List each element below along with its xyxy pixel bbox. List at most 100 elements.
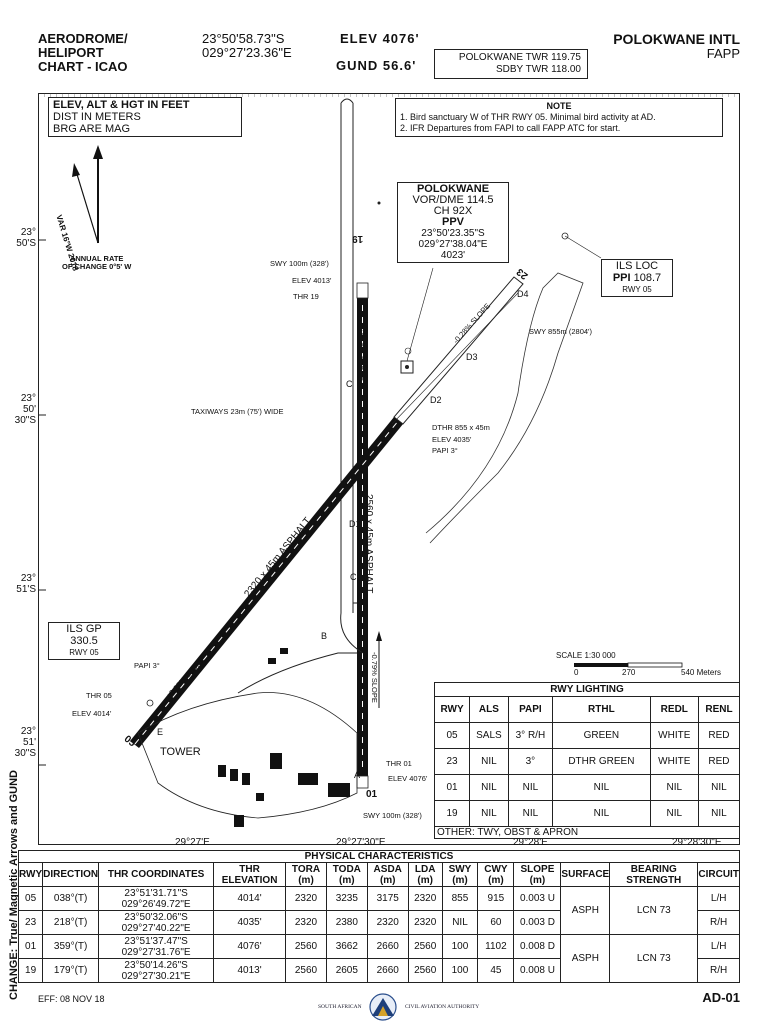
rwy-lighting-cell: 05 xyxy=(433,722,471,749)
chart-type-line: AERODROME/ xyxy=(38,31,128,46)
ils-gp-rwy: RWY 05 xyxy=(69,648,99,657)
physical-cell: ASPH xyxy=(560,934,611,983)
thr-05-label: THR 05 xyxy=(86,691,112,700)
physical-cell: 0.003 D xyxy=(513,910,562,935)
stopway-19 xyxy=(356,282,369,299)
lat-label-deg: 23° xyxy=(20,573,36,584)
physical-header: TODA (m) xyxy=(325,862,368,887)
physical-cell: 2605 xyxy=(325,958,368,983)
building xyxy=(328,783,350,797)
physical-cell: 218°(T) xyxy=(42,910,100,935)
twy-d2-label: D2 xyxy=(430,395,442,405)
rwy-lighting-cell: NIL xyxy=(507,774,554,801)
vor-lon: 029°27'38.04"E xyxy=(418,239,488,250)
lon-label: 29°27'30"E xyxy=(336,837,386,848)
elev-4076-label: ELEV 4076' xyxy=(388,774,428,783)
magnetic-north-arrowhead xyxy=(72,163,80,177)
thr-01-label: THR 01 xyxy=(386,759,412,768)
scale-bar xyxy=(574,662,683,668)
physical-cell: 19 xyxy=(17,958,44,983)
physical-cell: 2320 xyxy=(285,910,327,935)
scale-tick: 0 xyxy=(574,668,579,677)
ils-loc-freq: 108.7 xyxy=(633,272,662,284)
scale-label: SCALE 1:30 000 xyxy=(556,651,616,660)
aerodrome-ref-point: 23°50'58.73"S 029°27'23.36"E xyxy=(202,32,292,60)
physical-header: SLOPE (m) xyxy=(513,862,562,887)
rwy-lighting-cell: NIL xyxy=(649,800,699,827)
chart-type-line: HELIPORT xyxy=(38,45,104,60)
building xyxy=(298,773,318,785)
ils-loc-rwy: RWY 05 xyxy=(622,285,652,294)
rwy-19-designator: 19 xyxy=(352,233,364,244)
loc-symbol xyxy=(561,232,569,240)
building xyxy=(218,765,226,777)
rwy-lighting-other: OTHER: TWY, OBST & APRON xyxy=(434,826,740,839)
rwy-lighting-cell: 19 xyxy=(433,800,471,827)
page-number: AD-01 xyxy=(702,990,740,1005)
physical-cell: 3175 xyxy=(366,886,409,911)
rwy-lighting-cell: NIL xyxy=(552,800,651,827)
rwy-lighting-title: RWY LIGHTING xyxy=(434,682,740,697)
physical-cell: 2660 xyxy=(366,934,409,959)
physical-cell: 915 xyxy=(477,886,515,911)
rwy-lighting-cell: WHITE xyxy=(649,722,699,749)
slope-075-label: +0.75% SLOPE xyxy=(360,328,369,381)
lat-label-deg: 23° xyxy=(20,227,36,238)
rwy-lighting-cell: 3° xyxy=(507,748,554,775)
lat-label-min: 51' xyxy=(22,737,36,748)
note-box: NOTE 1. Bird sanctuary W of THR RWY 05. … xyxy=(395,98,723,137)
rwy-lighting-header: REDL xyxy=(649,696,699,723)
vor-dme-box: POLOKWANE VOR/DME 114.5 CH 92X PPV 23°50… xyxy=(397,182,509,263)
chart-type-line: CHART - ICAO xyxy=(38,59,128,74)
scale-bar-seg xyxy=(574,663,628,667)
twy-c-label: C xyxy=(350,572,357,582)
rwy-lighting-cell: NIL xyxy=(552,774,651,801)
physical-cell: 2380 xyxy=(325,910,368,935)
lat-label: 23°50'30"S xyxy=(2,393,36,426)
vor-name: POLOKWANE xyxy=(416,183,490,195)
physical-cell: 100 xyxy=(441,958,479,983)
swy-855-label: SWY 855m (2804') xyxy=(529,327,592,336)
physical-header: LDA (m) xyxy=(407,862,443,887)
rwy-01-designator: 01 xyxy=(366,789,378,800)
twy-d4-label: D4 xyxy=(517,289,529,299)
physical-cell: 4013' xyxy=(213,958,287,983)
tower-label: TOWER xyxy=(160,746,201,758)
magnetic-north-arrow xyxy=(75,170,99,244)
rwy-lighting-header: RENL xyxy=(697,696,741,723)
slope-079-label: -0.79% SLOPE xyxy=(370,652,379,703)
physical-header: ASDA (m) xyxy=(366,862,409,887)
lat-label-deg: 23° xyxy=(20,726,36,737)
rwy-lighting-cell: DTHR GREEN xyxy=(552,748,651,775)
physical-cell: 23°51'31.71"S 029°26'49.72"E xyxy=(98,886,215,911)
physical-header: SURFACE xyxy=(560,862,611,887)
units-legend: ELEV, ALT & HGT IN FEET DIST IN METERS B… xyxy=(48,97,242,137)
caa-name-left: SOUTH AFRICAN xyxy=(318,1004,362,1010)
rwy-lighting-cell: NIL xyxy=(469,800,509,827)
physical-cell: 2560 xyxy=(285,958,327,983)
airport-name: POLOKWANE INTL xyxy=(613,31,740,47)
rwy-lighting-cell: NIL xyxy=(697,800,741,827)
physical-cell: L/H xyxy=(697,934,740,959)
vor-type: VOR/DME 114.5 xyxy=(412,194,494,206)
physical-cell: 60 xyxy=(477,910,515,935)
rwy-lighting-header: RWY xyxy=(433,696,471,723)
physical-cell: LCN 73 xyxy=(609,886,699,935)
physical-cell: 23°50'14.26"S 029°27'30.21"E xyxy=(98,958,215,983)
physical-header: TORA (m) xyxy=(285,862,327,887)
physical-header: CWY (m) xyxy=(477,862,515,887)
ils-loc-title: ILS LOC xyxy=(615,260,659,272)
runway-05-23-centerline xyxy=(134,419,400,745)
ils-gp-box: ILS GP 330.5 RWY 05 xyxy=(48,622,120,660)
physical-header: RWY xyxy=(17,862,44,887)
physical-cell: 0.003 U xyxy=(513,886,562,911)
physical-cell: 2560 xyxy=(407,958,443,983)
twy-d1-label: D1 xyxy=(349,519,361,529)
dthr-label: DTHR 855 x 45m xyxy=(432,423,490,432)
taxiway-d xyxy=(391,292,519,425)
